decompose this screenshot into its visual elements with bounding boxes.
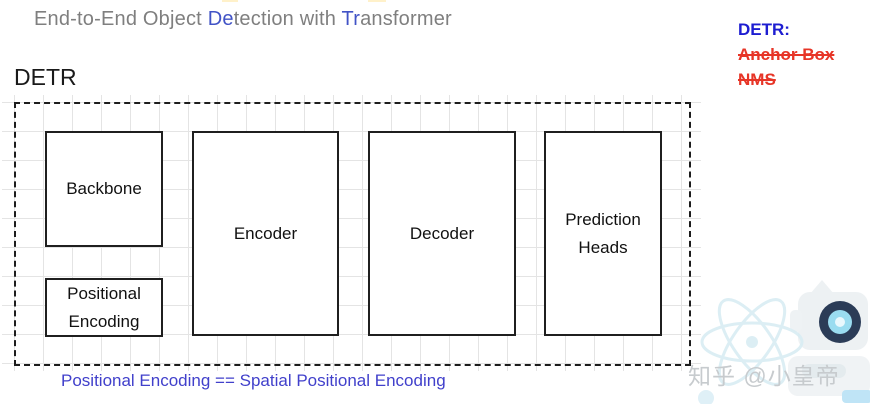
diagram-label: DETR <box>14 64 77 90</box>
annotation-heading: DETR: <box>738 20 790 39</box>
zhihu-watermark: 知乎 @小皇帝 <box>688 363 840 389</box>
positional-encoding-box: Positional Encoding <box>45 278 163 337</box>
detr-annotations: DETR: Anchor Box NMS <box>738 17 834 92</box>
backbone-box: Backbone <box>45 131 163 247</box>
decoder-box: Decoder <box>368 131 516 336</box>
positional-encoding-box-label: Positional Encoding <box>67 284 141 331</box>
prediction-heads-box: Prediction Heads <box>544 131 662 336</box>
title-segment-accent: De <box>207 8 234 30</box>
title-segment-accent: Tr <box>341 8 361 30</box>
title-segment: tection with <box>233 8 342 30</box>
top-edge-artifact <box>368 0 386 2</box>
page-title: End-to-End Object Detection with Transfo… <box>34 8 452 31</box>
title-segment: End-to-End Object <box>34 8 208 30</box>
decoder-box-label: Decoder <box>409 223 475 243</box>
title-segment: ansformer <box>360 8 452 30</box>
detr-pipeline-frame <box>14 102 691 366</box>
backbone-box-label: Backbone <box>66 179 142 199</box>
footnote: Positional Encoding == Spatial Positiona… <box>61 371 446 390</box>
top-edge-artifact <box>222 0 238 2</box>
encoder-box-label: Encoder <box>233 223 298 243</box>
annotation-nms: NMS <box>738 70 776 89</box>
encoder-box: Encoder <box>192 131 339 336</box>
annotation-anchor-box: Anchor Box <box>738 45 835 64</box>
prediction-heads-box-label: Prediction Heads <box>565 210 641 257</box>
